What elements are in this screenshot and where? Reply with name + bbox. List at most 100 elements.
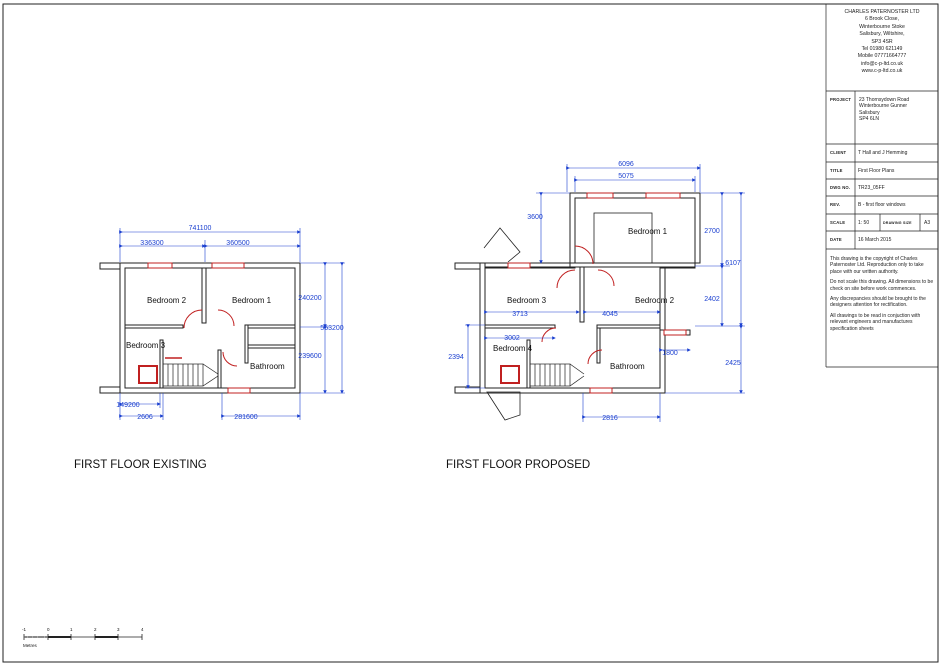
proposed-internal-wall [593,212,653,264]
company-line: Tel 01980 621149 [861,46,903,53]
proposed-dim-b3-width: 3713 [512,311,528,318]
proposed-dim-r-mid: 2402 [704,296,720,303]
proposed-roof-detail [483,227,521,263]
existing-internal-wall [124,324,184,329]
existing-dim-h-overall: 553200 [320,325,343,332]
existing-dim-bot-right: 281600 [234,414,257,421]
project-line: SP4 6LN [859,116,880,123]
proposed-window [663,329,687,336]
existing-room-label: Bedroom 1 [232,296,272,305]
existing-internal-wall [244,324,296,329]
proposed-internal-wall [569,262,696,268]
existing-door-swing [217,309,235,327]
existing-party-wall [99,262,121,270]
note: Do not scale this drawing. All dimension… [830,279,934,292]
proposed-dim-b2-width: 4045 [602,311,618,318]
dwg-value: TR23_05FF [858,185,885,191]
existing-room-label: Bedroom 2 [147,296,187,305]
scale-tick: 2 [94,627,97,632]
existing-plan-title: FIRST FLOOR EXISTING [74,459,207,471]
proposed-door-swing [597,269,615,287]
proposed-dim-bot-width: 2816 [602,415,618,422]
existing-chimney [138,365,158,384]
existing-room-label: Bedroom 3 [126,341,166,350]
proposed-window [589,387,613,394]
existing-window [227,387,251,394]
project-line: Salisbury [859,109,880,116]
existing-dim-right: 360500 [226,240,249,247]
proposed-room-label: Bedroom 3 [507,296,547,305]
existing-door-swing [183,309,203,329]
dwg-label: DWG NO. [830,185,851,190]
scale-tick: -1 [22,627,26,632]
company-line: www.c-p-ltd.co.uk [861,68,903,75]
scale-tick: 4 [141,627,144,632]
drawing-size-label: DRAWING SIZE [883,221,912,225]
title-block: CHARLES PATERNOSTER LTD 6 Brook Close, W… [826,4,938,367]
proposed-room-label: Bedroom 1 [628,227,668,236]
proposed-internal-wall [596,324,661,329]
proposed-dim-r-overall: 6107 [725,260,741,267]
proposed-dim-side: 1800 [662,350,678,357]
proposed-window [645,192,681,199]
proposed-roof-detail [486,391,521,421]
company-address: CHARLES PATERNOSTER LTD 6 Brook Close, W… [826,9,938,76]
existing-window [211,262,245,269]
note: This drawing is the copyright of Charles… [830,256,924,275]
proposed-room-label: Bedroom 4 [493,344,533,353]
project-line: Winterbourne Gunner [859,103,908,110]
existing-dim-overall: 741100 [189,225,212,232]
proposed-door-swing [541,327,557,343]
proposed-dim-r-bot: 2425 [725,360,741,367]
project-label: PROJECT [830,97,852,102]
existing-window [147,262,173,269]
existing-door-swing [222,351,238,367]
company-line: Winterbourne Stoke [859,23,905,30]
proposed-internal-wall [484,324,556,329]
proposed-chimney [500,365,520,384]
company-line: info@c-p-ltd.co.uk [861,60,903,67]
existing-dim-h-top: 240200 [298,295,321,302]
client-value: T Hall and J Hemming [858,150,908,156]
scale-label: SCALE [830,220,846,225]
title-block-frame [825,4,938,368]
proposed-door-swing [587,349,603,365]
proposed-stairs [529,363,585,387]
scale-unit: Metres [23,643,38,648]
client-label: CLIENT [830,150,847,155]
existing-dim-bot-mid: 2606 [137,414,153,421]
existing-internal-wall [244,324,249,364]
proposed-window [586,192,614,199]
proposed-room-label: Bedroom 2 [635,296,675,305]
company-line: Mobile 07771664777 [857,53,907,60]
proposed-dim-b4-width: 3002 [504,335,520,342]
proposed-dim-left-ext: 3600 [527,214,543,221]
proposed-internal-wall [596,327,601,364]
company-line: CHARLES PATERNOSTER LTD [844,9,920,15]
company-line: 6 Brook Close, [864,16,900,23]
proposed-room-label: Bathroom [610,362,645,371]
proposed-door-swing [574,245,594,265]
notes: This drawing is the copyright of Charles… [830,256,936,336]
date-value: 16 March 2015 [858,237,892,243]
proposed-dim-top-outer: 6096 [618,161,634,168]
scale-value: 1: 50 [858,220,870,226]
proposed-window [507,262,531,269]
company-line: SP3 4SR [871,38,893,45]
title-label: TITLE [830,168,843,173]
proposed-party-wall [454,262,481,270]
existing-plan: Bedroom 2 Bedroom 1 Bedroom 3 Bathroom 7… [99,225,345,421]
proposed-internal-wall [579,266,585,323]
existing-party-wall [99,386,121,394]
title-value: First Floor Plans [858,168,895,174]
existing-room-label: Bathroom [250,362,285,371]
drawing-size-value: A3 [924,220,931,226]
proposed-plan-title: FIRST FLOOR PROPOSED [446,459,591,471]
note: All drawings to be read in conjuction wi… [830,312,921,332]
date-label: DATE [830,237,842,242]
company-line: Salisbury, Wiltshire, [859,31,905,38]
sheet-border [2,3,939,663]
existing-dim-left: 336300 [140,240,163,247]
existing-internal-wall [201,267,207,324]
proposed-external-wall [479,192,701,394]
